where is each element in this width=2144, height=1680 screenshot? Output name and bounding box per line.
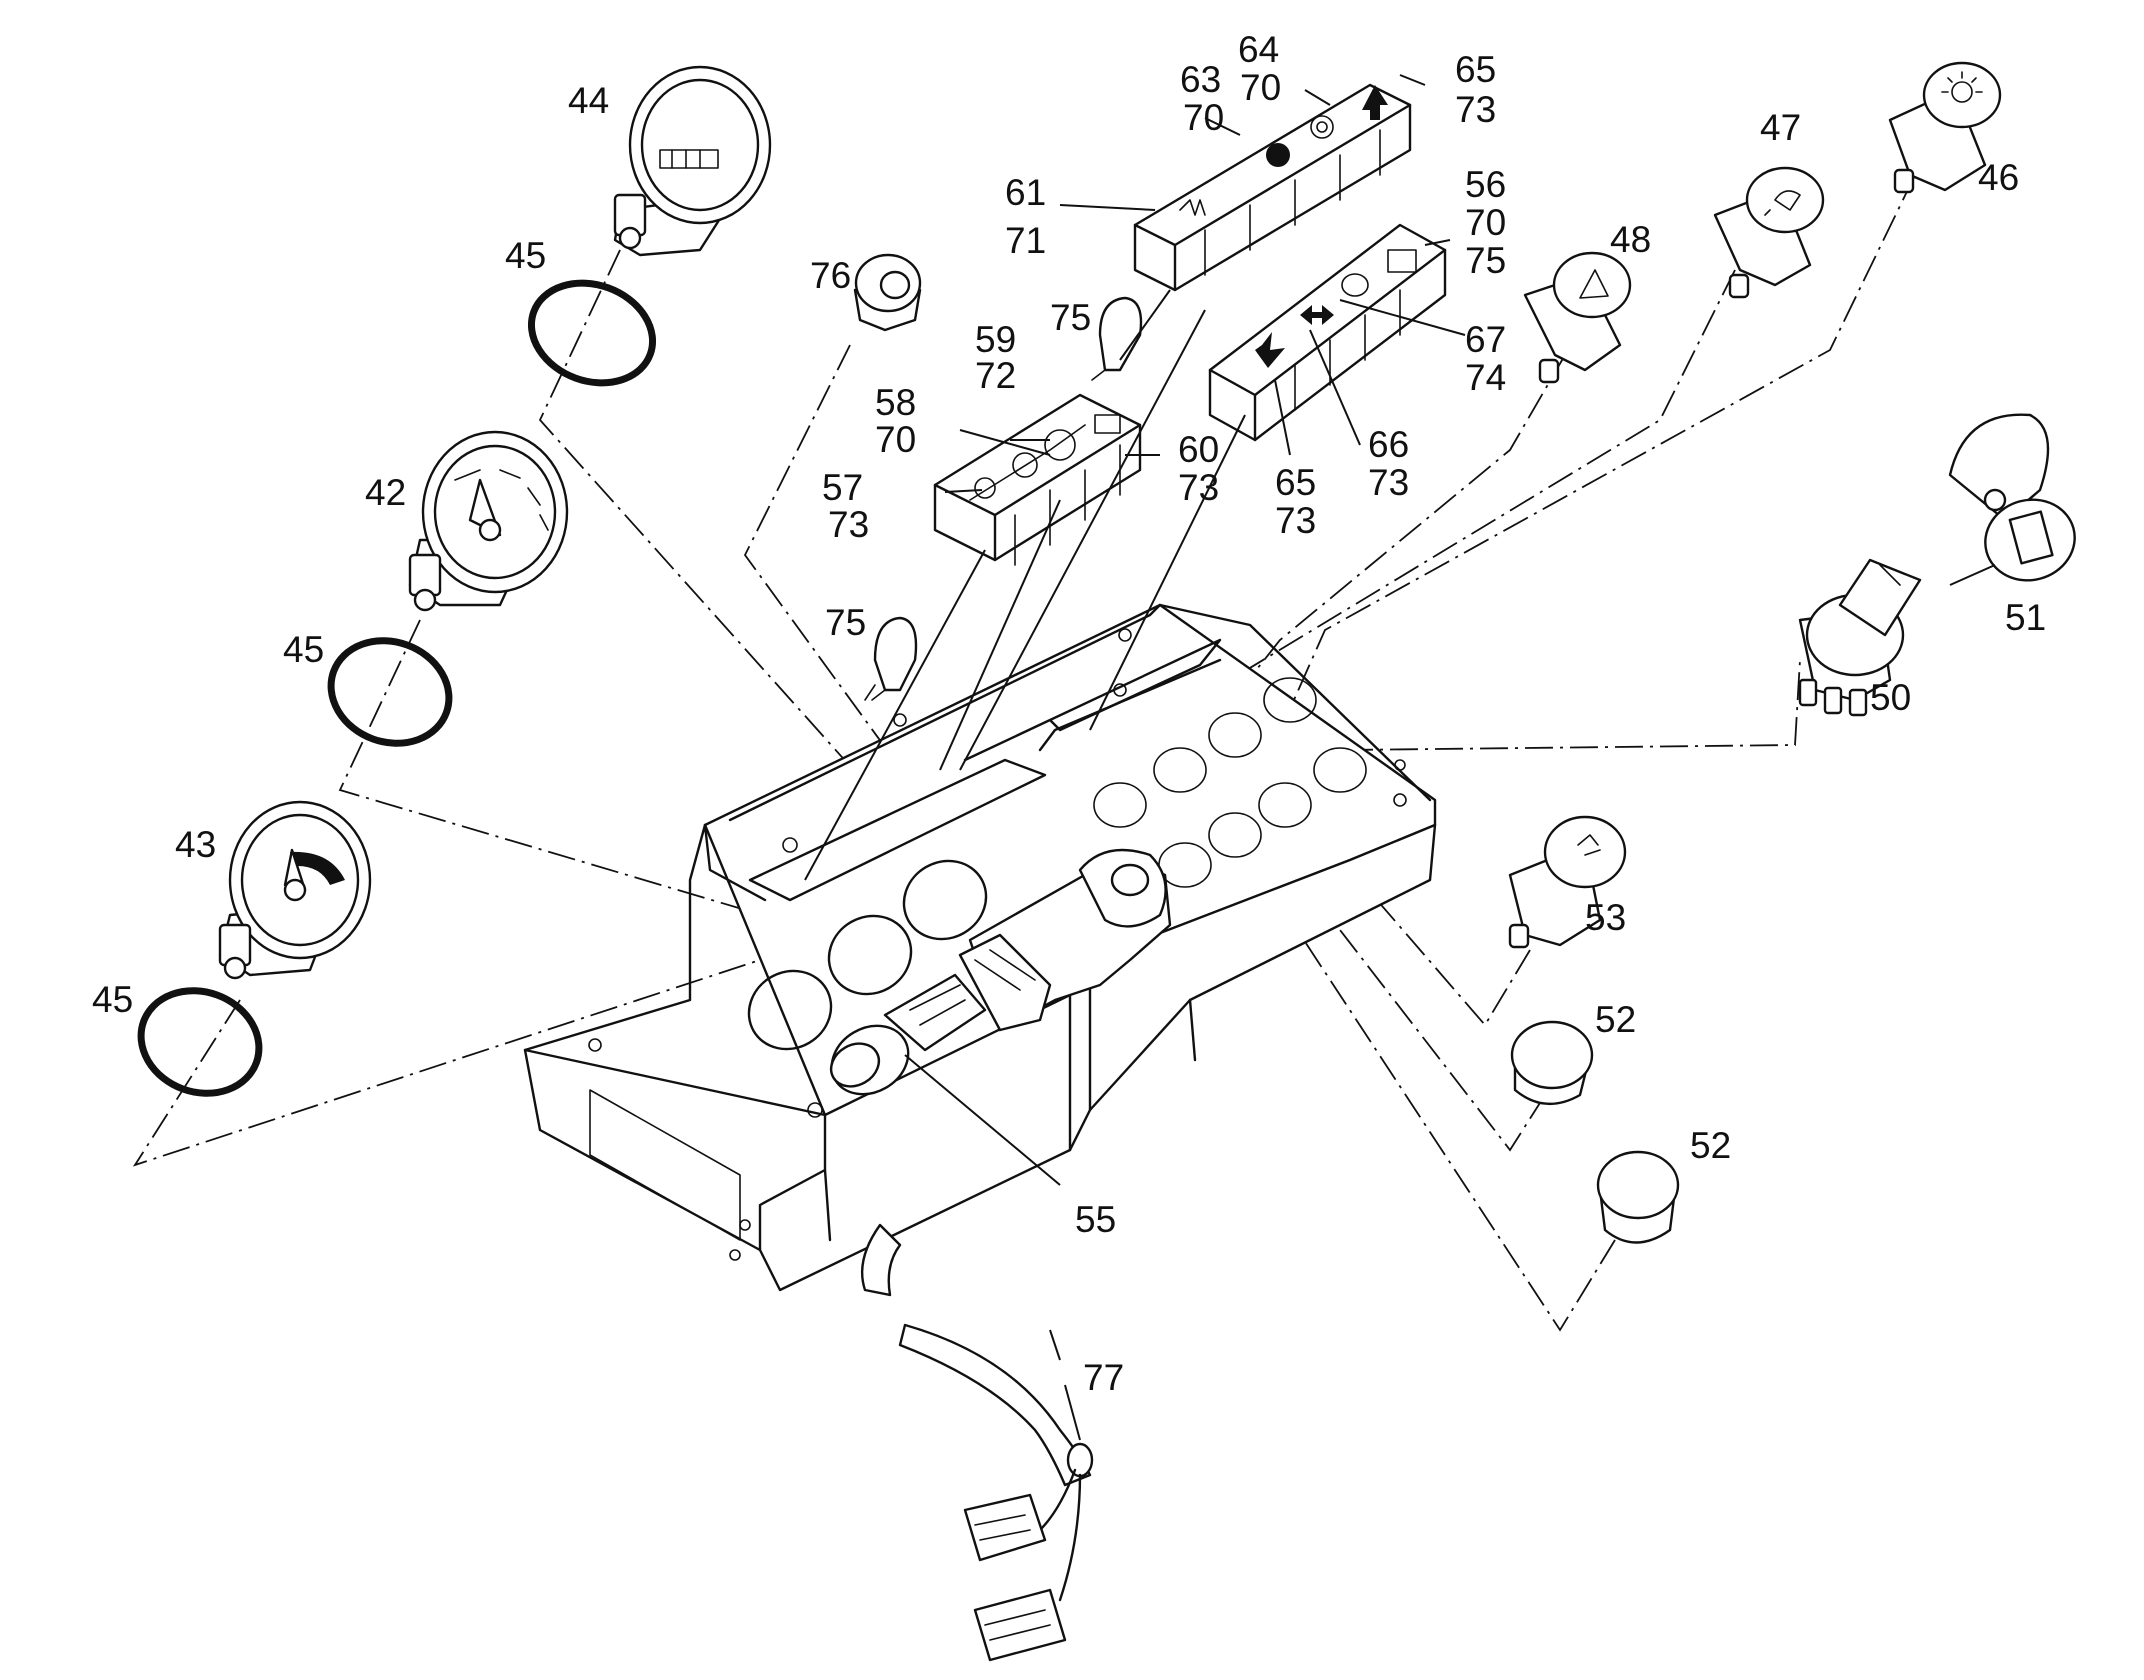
callout-75-c: 75: [1465, 240, 1506, 281]
callout-70-c: 70: [1240, 67, 1281, 108]
gauge-42: [408, 430, 569, 612]
horn-icon: [1577, 834, 1601, 856]
solid-leader-lines: [804, 74, 1466, 1441]
switch-block-57-60: [933, 393, 1142, 566]
callout-71: 71: [1005, 220, 1046, 261]
o-ring-45a: [527, 279, 657, 387]
callout-75-b: 75: [1050, 297, 1091, 338]
speed-gauge-icon: [454, 469, 549, 531]
cap-52b: [1596, 1150, 1680, 1244]
callout-45-b: 45: [283, 629, 324, 670]
callout-73-e: 73: [1275, 500, 1316, 541]
callout-70-d: 70: [1465, 202, 1506, 243]
callout-70-a: 70: [875, 419, 916, 460]
callout-77: 77: [1083, 1357, 1124, 1398]
work-light-icon: [1764, 190, 1801, 216]
callout-73-a: 73: [828, 504, 869, 545]
callout-72: 72: [975, 355, 1016, 396]
joystick-55: [829, 848, 1172, 1096]
callout-66: 66: [1368, 424, 1409, 465]
wiring-harness-icon: [898, 1323, 1092, 1487]
switch-48: [1523, 251, 1632, 384]
callout-56: 56: [1465, 164, 1506, 205]
callout-53: 53: [1585, 897, 1626, 938]
hazard-triangle-icon: [1579, 269, 1609, 299]
callout-74: 74: [1465, 357, 1506, 398]
switch-47: [1713, 166, 1825, 299]
key-switch-cover-icon: [2008, 510, 2054, 565]
cap-52a: [1510, 1020, 1594, 1106]
o-ring-45c: [137, 987, 263, 1097]
callout-45-c: 45: [92, 979, 133, 1020]
callout-70-b: 70: [1183, 97, 1224, 138]
key-switch-50: [1798, 558, 1922, 717]
callout-73-c: 73: [1455, 89, 1496, 130]
bulb-75-upper: [1091, 296, 1143, 381]
callout-65-a: 65: [1455, 49, 1496, 90]
callout-50: 50: [1870, 677, 1911, 718]
switch-block-61-65: [1133, 83, 1412, 292]
hour-meter-icon: [659, 149, 719, 169]
console-housing: [523, 603, 1437, 1292]
callout-76: 76: [810, 255, 851, 296]
callout-52-a: 52: [1595, 999, 1636, 1040]
callout-labels: 44 45 42 45 43 45 76 59 72 58 70 57 73 6…: [92, 29, 2046, 1398]
callout-64: 64: [1238, 29, 1279, 70]
callout-42: 42: [365, 472, 406, 513]
gauge-44: [613, 65, 772, 257]
callout-48: 48: [1610, 219, 1651, 260]
beacon-lamp-icon: [1951, 81, 1973, 103]
callout-63: 63: [1180, 59, 1221, 100]
callout-43: 43: [175, 824, 216, 865]
cover-51: [1948, 413, 2076, 586]
callout-73-b: 73: [1178, 467, 1219, 508]
dash-leader-lines: [132, 174, 1916, 1332]
switch-block-56-67: [1208, 223, 1447, 442]
callout-55: 55: [1075, 1199, 1116, 1240]
callout-60: 60: [1178, 429, 1219, 470]
callout-61: 61: [1005, 172, 1046, 213]
callout-67: 67: [1465, 319, 1506, 360]
callout-59: 59: [975, 319, 1016, 360]
callout-44: 44: [568, 80, 609, 121]
plug-76: [853, 253, 922, 332]
callout-45-a: 45: [505, 235, 546, 276]
callout-73-d: 73: [1368, 462, 1409, 503]
callout-51: 51: [2005, 597, 2046, 638]
callout-65-b: 65: [1275, 462, 1316, 503]
o-ring-45b: [327, 637, 453, 747]
switch-46: [1888, 61, 2002, 194]
fuel-gauge-icon: [290, 851, 345, 885]
gauge-43: [218, 800, 372, 980]
ignition-key-icon: [1838, 558, 1922, 637]
callout-75-a: 75: [825, 602, 866, 643]
callout-47: 47: [1760, 107, 1801, 148]
callout-58: 58: [875, 382, 916, 423]
callout-52-b: 52: [1690, 1125, 1731, 1166]
switch-53: [1508, 815, 1627, 949]
control-lever-icon: [958, 933, 1052, 1032]
bulb-75-lower: [864, 616, 918, 701]
harness-77: [861, 1223, 1094, 1662]
callout-46: 46: [1978, 157, 2019, 198]
callout-57: 57: [822, 467, 863, 508]
